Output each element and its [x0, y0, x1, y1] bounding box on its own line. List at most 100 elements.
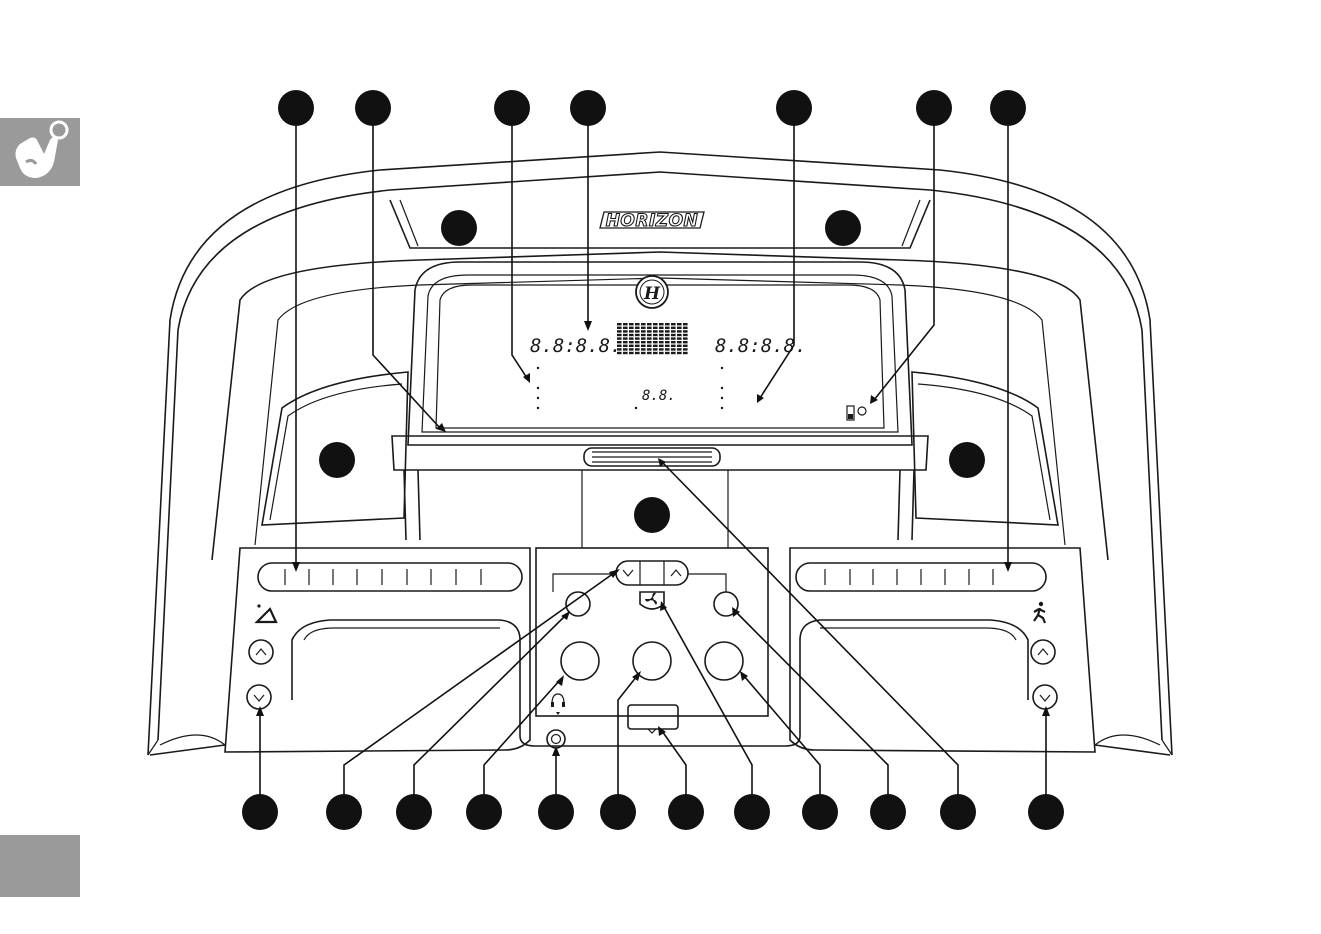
matrix-cell: [617, 334, 622, 336]
chevron-up-icon: [256, 649, 266, 655]
callout-marker: [734, 794, 770, 830]
matrix-cell: [671, 348, 676, 350]
matrix-cell: [623, 341, 628, 343]
matrix-cell: [623, 345, 628, 347]
brand-logo: H: [636, 276, 668, 308]
matrix-cell: [677, 337, 682, 339]
left-large-button[interactable]: [561, 642, 599, 680]
matrix-cell: [671, 352, 676, 354]
matrix-cell: [677, 327, 682, 329]
speed-up-button[interactable]: [1031, 640, 1055, 664]
matrix-cell: [623, 352, 628, 354]
callout-marker: [940, 794, 976, 830]
matrix-cell: [677, 352, 682, 354]
center-toggle[interactable]: [553, 561, 726, 592]
matrix-cell: [659, 334, 664, 336]
callout-marker: [802, 794, 838, 830]
headphone-icon: [551, 694, 565, 715]
matrix-cell: [659, 345, 664, 347]
callout-marker: [668, 794, 704, 830]
console-housing: [148, 152, 1172, 755]
callout-marker: [538, 794, 574, 830]
matrix-cell: [677, 345, 682, 347]
chevron-down-icon: [254, 695, 264, 701]
matrix-cell: [629, 352, 634, 354]
brand-wordmark: HORIZON: [600, 211, 704, 231]
matrix-cell: [659, 327, 664, 329]
matrix-cell: [671, 341, 676, 343]
matrix-cell: [659, 330, 664, 332]
matrix-cell: [623, 337, 628, 339]
matrix-cell: [641, 334, 646, 336]
matrix-cell: [665, 337, 670, 339]
matrix-cell: [653, 327, 658, 329]
matrix-cell: [665, 334, 670, 336]
matrix-cell: [629, 341, 634, 343]
matrix-cell: [647, 352, 652, 354]
callout-marker: [441, 210, 477, 246]
left-readout: 8.8:8.8.: [530, 335, 622, 357]
matrix-cell: [623, 323, 628, 325]
matrix-cell: [683, 352, 688, 354]
matrix-cell: [653, 337, 658, 339]
runner-icon: [1034, 602, 1045, 623]
callout-marker: [634, 497, 670, 533]
matrix-cell: [653, 334, 658, 336]
matrix-cell: [629, 345, 634, 347]
matrix-cell: [665, 330, 670, 332]
matrix-cell: [659, 341, 664, 343]
matrix-cell: [671, 345, 676, 347]
matrix-cell: [653, 341, 658, 343]
incline-up-button[interactable]: [249, 640, 273, 664]
matrix-cell: [683, 323, 688, 325]
matrix-cell: [677, 341, 682, 343]
callout-marker: [600, 794, 636, 830]
fan-icon: [645, 593, 657, 605]
callout-markers: [242, 90, 1064, 830]
matrix-cell: [665, 327, 670, 329]
callout-marker: [916, 90, 952, 126]
matrix-cell: [617, 323, 622, 325]
center-readout: 8.8.: [642, 388, 676, 404]
callout-marker: [494, 90, 530, 126]
matrix-cell: [623, 334, 628, 336]
matrix-cell: [635, 330, 640, 332]
matrix-cell: [647, 341, 652, 343]
callout-marker: [990, 90, 1026, 126]
matrix-cell: [617, 352, 622, 354]
matrix-cell: [617, 348, 622, 350]
matrix-cell: [617, 337, 622, 339]
matrix-cell: [641, 352, 646, 354]
speed-down-button[interactable]: [1033, 685, 1057, 709]
matrix-cell: [629, 337, 634, 339]
matrix-cell: [647, 334, 652, 336]
matrix-cell: [665, 341, 670, 343]
fan-button[interactable]: [640, 592, 664, 609]
callout-marker: [825, 210, 861, 246]
matrix-cell: [671, 330, 676, 332]
matrix-cell: [683, 327, 688, 329]
profile-matrix: [617, 323, 688, 354]
matrix-cell: [635, 334, 640, 336]
matrix-cell: [635, 345, 640, 347]
svg-text:HORIZON: HORIZON: [606, 211, 699, 231]
media-port[interactable]: [628, 705, 678, 733]
matrix-cell: [671, 337, 676, 339]
matrix-cell: [641, 345, 646, 347]
matrix-cell: [623, 348, 628, 350]
matrix-cell: [635, 341, 640, 343]
matrix-cell: [635, 337, 640, 339]
matrix-cell: [647, 337, 652, 339]
matrix-cell: [647, 330, 652, 332]
callout-marker: [355, 90, 391, 126]
matrix-cell: [629, 348, 634, 350]
callout-marker: [570, 90, 606, 126]
callout-marker: [870, 794, 906, 830]
matrix-cell: [653, 348, 658, 350]
matrix-cell: [653, 352, 658, 354]
matrix-cell: [683, 334, 688, 336]
matrix-cell: [665, 352, 670, 354]
right-large-button[interactable]: [705, 642, 743, 680]
incline-down-button[interactable]: [247, 685, 271, 709]
matrix-cell: [653, 330, 658, 332]
